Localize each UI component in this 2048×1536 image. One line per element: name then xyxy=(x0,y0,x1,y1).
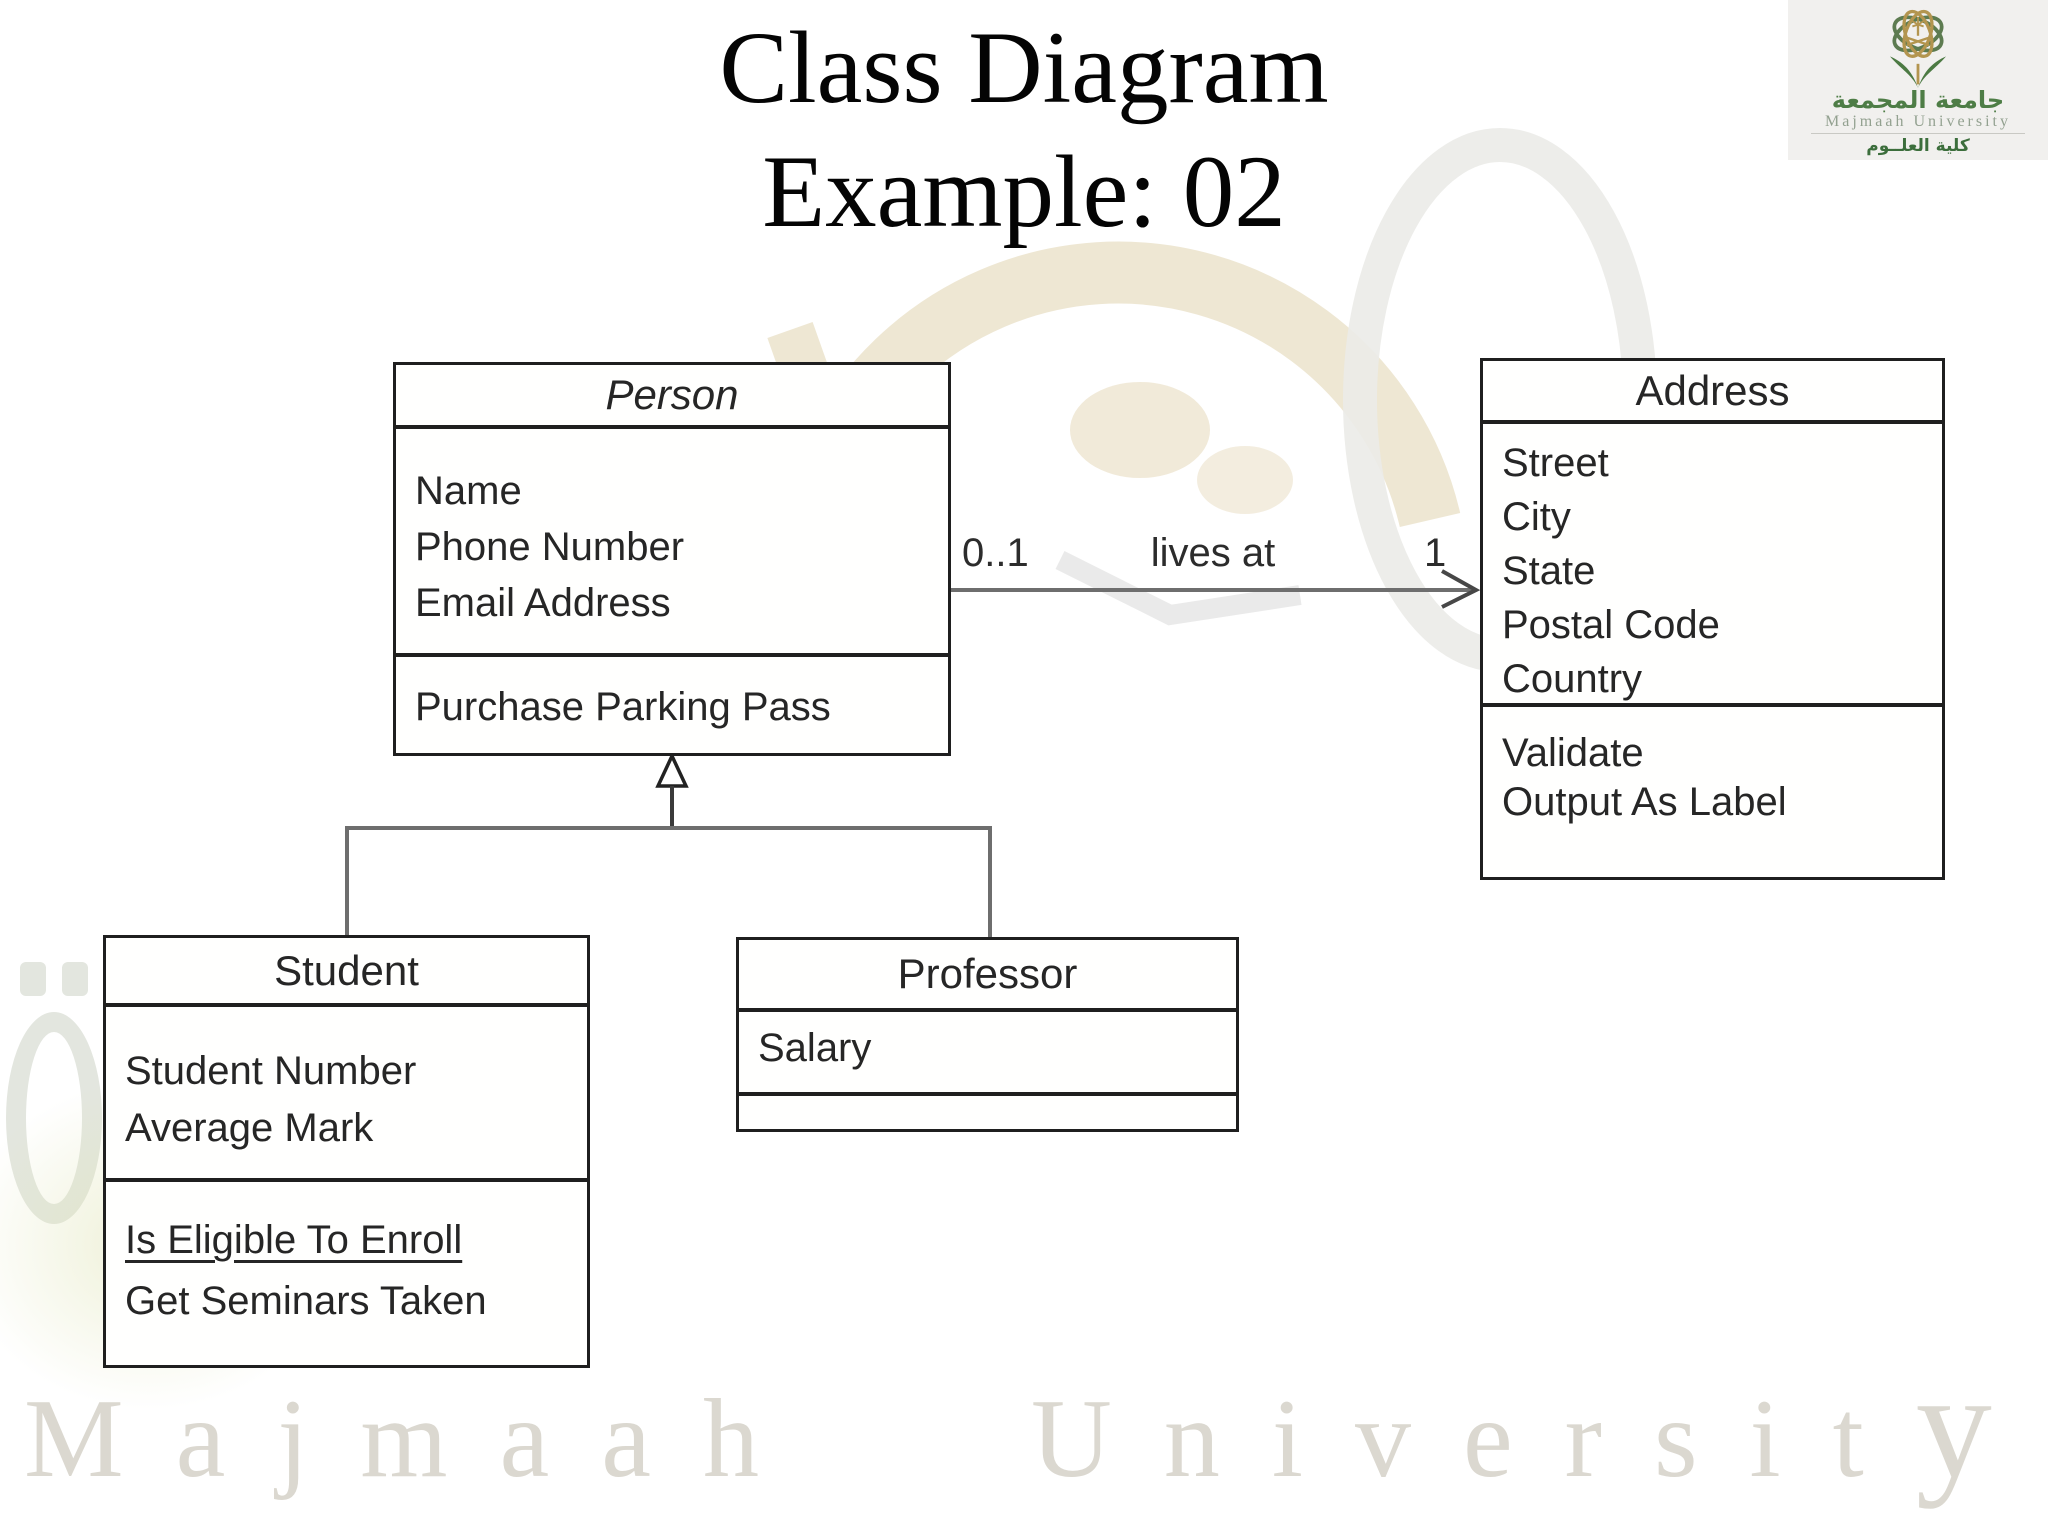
operation: Validate xyxy=(1502,731,1644,775)
attribute: Name xyxy=(415,469,522,513)
operation: Output As Label xyxy=(1502,780,1787,824)
association-arrowhead-icon xyxy=(1441,569,1481,609)
attribute: State xyxy=(1502,549,1596,593)
association-label-lives-at: lives at xyxy=(1150,531,1276,575)
slide-title-line2: Example: 02 xyxy=(762,135,1286,249)
address-operations: Validate Output As Label xyxy=(1483,707,1942,877)
watermark-blob xyxy=(1197,446,1293,514)
attribute: Postal Code xyxy=(1502,603,1720,647)
attribute: Country xyxy=(1502,657,1643,701)
watermark-dot xyxy=(20,962,46,996)
watermark-dot xyxy=(62,962,88,996)
student-attributes: Student Number Average Mark xyxy=(106,1007,587,1182)
watermark-word-majmaah: Majmaah xyxy=(24,1377,811,1501)
class-box-student: Student Student Number Average Mark Is E… xyxy=(103,935,590,1368)
person-attributes: Name Phone Number Email Address xyxy=(396,429,948,657)
attribute: City xyxy=(1502,495,1571,539)
attribute: Phone Number xyxy=(415,525,685,569)
watermark-letter-y: y xyxy=(1915,1341,2044,1509)
generalization-triangle-icon xyxy=(655,751,689,788)
operation: Get Seminars Taken xyxy=(125,1279,487,1323)
class-name-address: Address xyxy=(1483,361,1942,424)
person-operations: Purchase Parking Pass xyxy=(396,657,948,753)
watermark-letter-o xyxy=(6,1012,102,1224)
operation: Purchase Parking Pass xyxy=(415,685,831,729)
logo-college-name-arabic: كلية العلــوم xyxy=(1866,136,1970,156)
professor-operations xyxy=(739,1096,1236,1129)
student-operations: Is Eligible To Enroll Get Seminars Taken xyxy=(106,1182,587,1365)
attribute: Salary xyxy=(758,1026,872,1070)
university-emblem-icon xyxy=(1889,9,1947,89)
operation-static: Is Eligible To Enroll xyxy=(125,1218,463,1262)
slide-title-line1: Class Diagram xyxy=(719,11,1329,125)
watermark-word-universit: Universit xyxy=(1030,1377,1916,1501)
attribute: Average Mark xyxy=(125,1106,374,1150)
professor-attributes: Salary xyxy=(739,1012,1236,1096)
watermark-blob xyxy=(1070,382,1210,478)
class-box-person: Person Name Phone Number Email Address P… xyxy=(393,362,951,756)
university-logo: جامعة المجمعة Majmaah University كلية ال… xyxy=(1788,0,2048,160)
class-name-student: Student xyxy=(106,938,587,1007)
logo-university-name-arabic: جامعة المجمعة xyxy=(1831,86,2005,114)
class-box-address: Address Street City State Postal Code Co… xyxy=(1480,358,1945,880)
address-attributes: Street City State Postal Code Country xyxy=(1483,424,1942,707)
attribute: Email Address xyxy=(415,581,671,625)
class-name-professor: Professor xyxy=(739,940,1236,1012)
slide-title: Class Diagram Example: 02 xyxy=(0,6,2048,254)
association-multiplicity-address: 1 xyxy=(1424,531,1447,575)
class-name-person: Person xyxy=(396,365,948,429)
association-multiplicity-person: 0..1 xyxy=(962,531,1029,575)
logo-university-name-english: Majmaah University xyxy=(1825,113,2011,130)
class-box-professor: Professor Salary xyxy=(736,937,1239,1132)
attribute: Street xyxy=(1502,441,1609,485)
logo-separator xyxy=(1811,133,2025,134)
attribute: Student Number xyxy=(125,1049,417,1093)
